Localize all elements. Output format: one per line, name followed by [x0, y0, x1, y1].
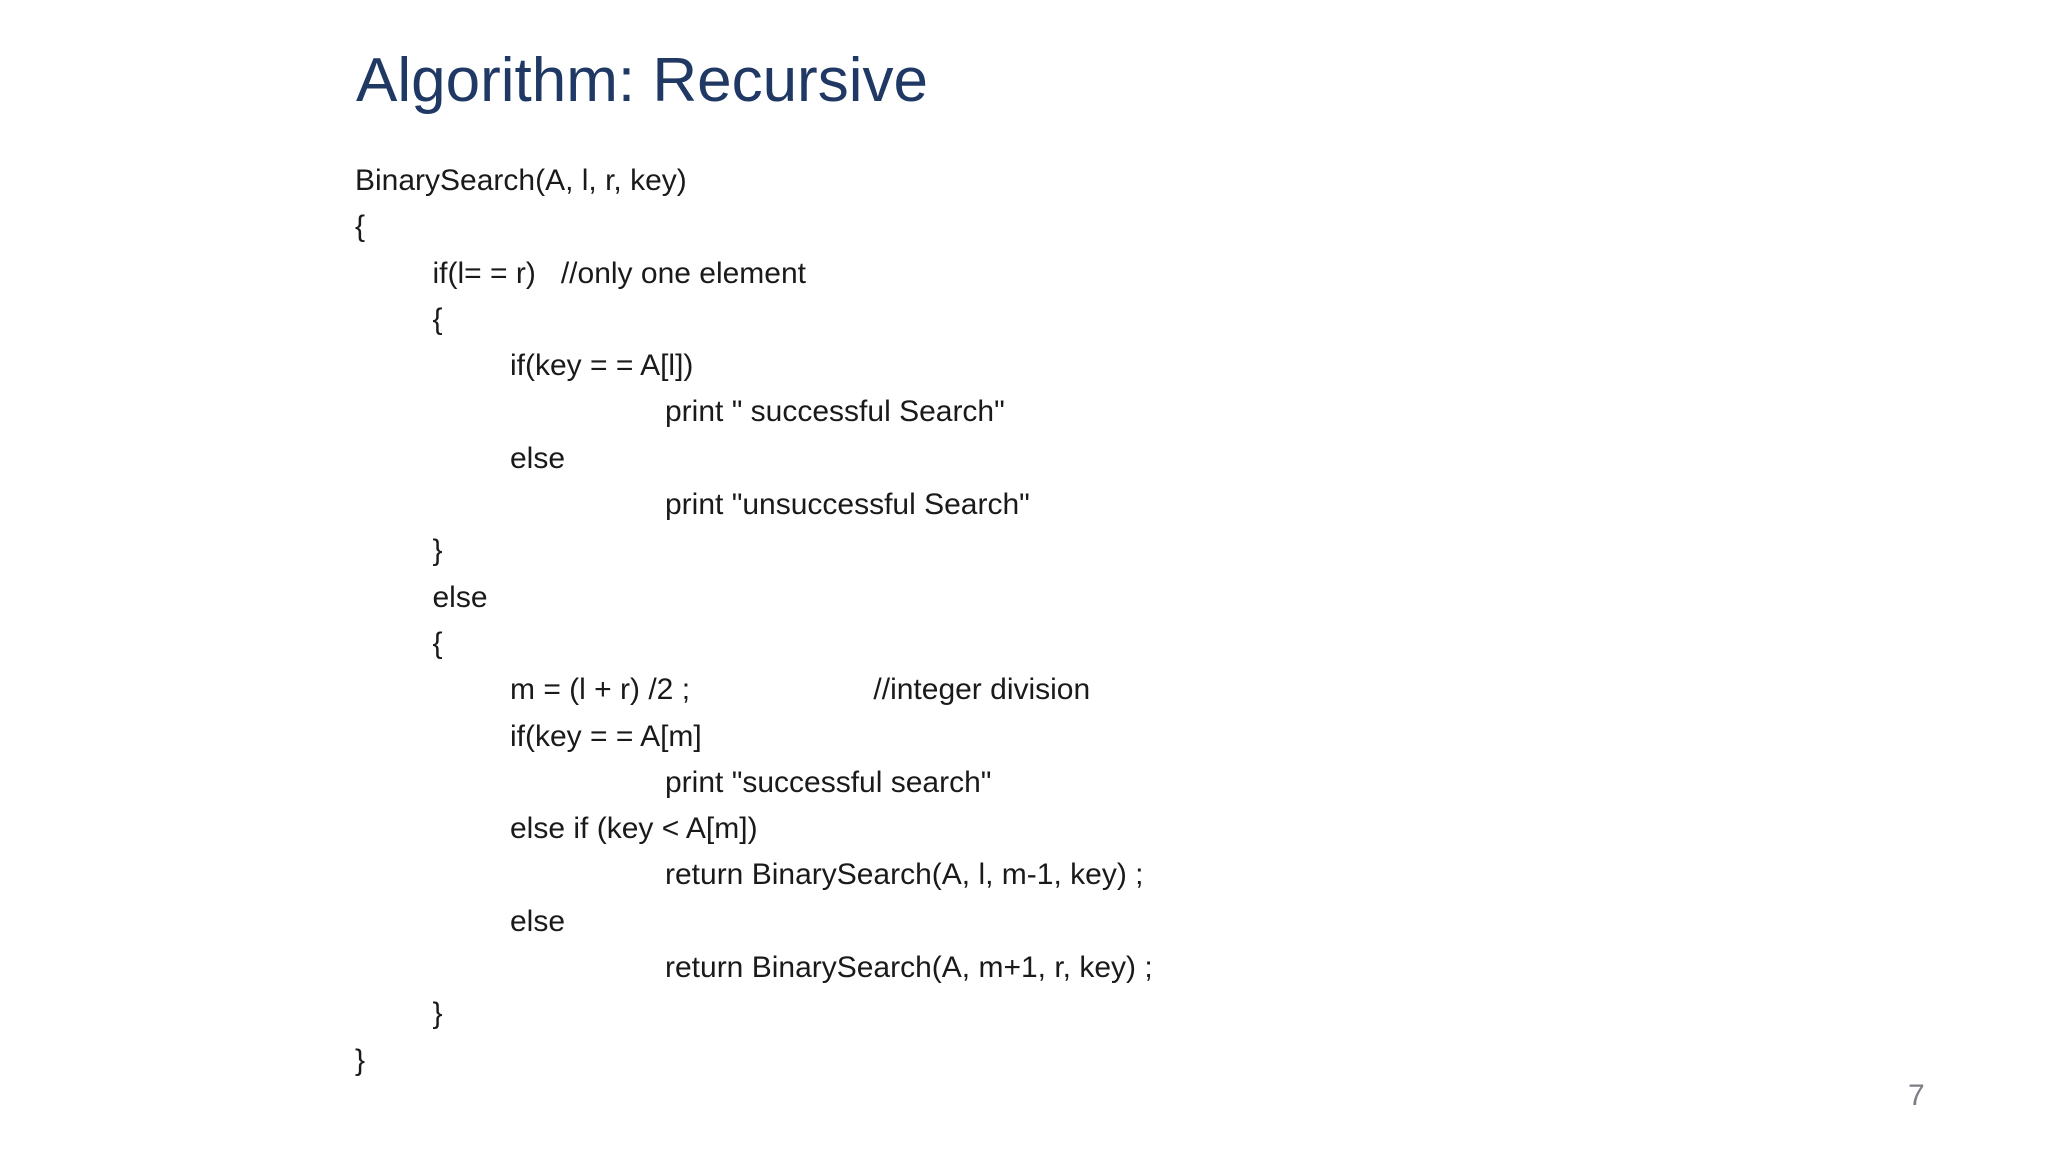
code-line: m = (l + r) /2 ; //integer division: [510, 673, 1091, 707]
code-line: print "successful search": [665, 765, 992, 799]
code-line: {: [355, 210, 366, 244]
code-line: print "unsuccessful Search": [665, 488, 1030, 522]
code-line: else if (key < A[m]): [510, 812, 758, 846]
code-line: if(key = = A[l]): [510, 349, 694, 383]
code-line: }: [432, 997, 443, 1031]
code-line: {: [432, 302, 443, 336]
code-line: }: [355, 1043, 366, 1077]
code-line: BinarySearch(A, l, r, key): [355, 164, 687, 197]
page-number: 7: [1908, 1079, 1925, 1112]
code-line: return BinarySearch(A, l, m-1, key) ;: [665, 858, 1144, 892]
code-line: else: [510, 441, 566, 475]
code-line: {: [432, 626, 443, 660]
code-line: return BinarySearch(A, m+1, r, key) ;: [665, 951, 1153, 985]
code-line: }: [432, 534, 443, 568]
code-line: if(l= = r) //only one element: [432, 256, 807, 290]
code-line: print " successful Search": [665, 395, 1005, 429]
pseudocode-block: BinarySearch(A, l, r, key) { if(l= = r) //…: [355, 158, 1755, 1084]
code-line: else: [510, 904, 566, 938]
slide-title: Algorithm: Recursive: [356, 46, 928, 115]
code-line: if(key = = A[m]: [510, 719, 702, 753]
code-line: else: [432, 580, 488, 614]
